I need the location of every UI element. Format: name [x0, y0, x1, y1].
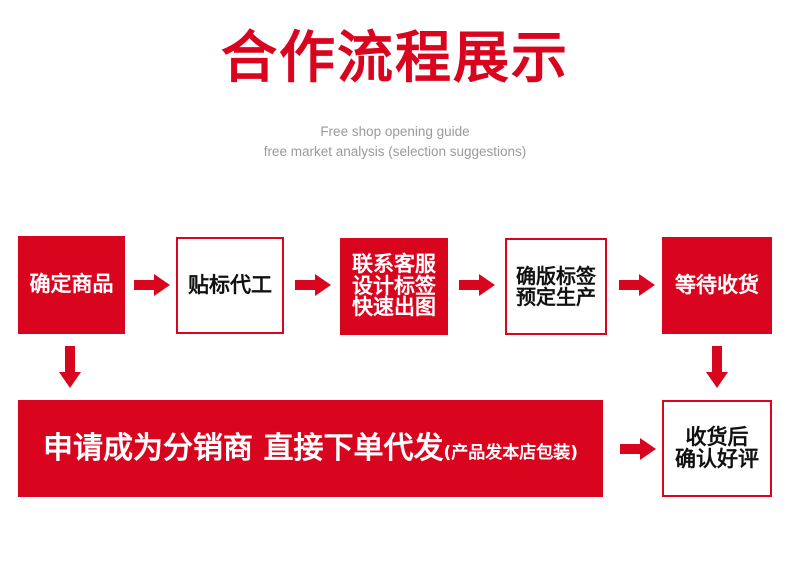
flow-step-label-oem: 贴标代工	[176, 237, 284, 334]
arrow-down-icon	[705, 346, 729, 388]
flow-step-label: 贴标代工	[188, 272, 272, 297]
flow-step-confirm-product: 确定商品	[18, 236, 125, 334]
arrow-down-icon	[58, 346, 82, 388]
page-subtitle: Free shop opening guide free market anal…	[0, 122, 790, 162]
arrow-right-icon	[134, 273, 170, 297]
flow-step-label: 确定商品	[29, 272, 114, 297]
subtitle-line-1: Free shop opening guide	[320, 124, 470, 139]
banner-note-text: (产品发本店包装)	[443, 442, 578, 463]
banner-text: 申请成为分销商 直接下单代发(产品发本店包装)	[43, 433, 578, 464]
flow-step-confirm-review: 收货后 确认好评	[662, 400, 772, 497]
arrow-right-icon	[459, 273, 495, 297]
arrow-right-icon	[620, 437, 656, 461]
subtitle-line-2: free market analysis (selection suggesti…	[263, 144, 527, 159]
flow-step-label: 等待收货	[675, 272, 759, 297]
banner-main-text: 申请成为分销商 直接下单代发	[43, 430, 444, 466]
flow-step-label: 联系客服 设计标签 快速出图	[352, 251, 436, 320]
flow-step-confirm-label-production: 确版标签 预定生产	[505, 238, 607, 335]
flow-step-contact-service: 联系客服 设计标签 快速出图	[340, 238, 448, 335]
flow-step-await-delivery: 等待收货	[662, 237, 772, 334]
flow-step-label: 确版标签 预定生产	[516, 263, 596, 309]
arrow-right-icon	[295, 273, 331, 297]
flow-step-label: 收货后 确认好评	[675, 424, 759, 471]
distributor-banner: 申请成为分销商 直接下单代发(产品发本店包装)	[18, 400, 603, 497]
arrow-right-icon	[619, 273, 655, 297]
page-title: 合作流程展示	[221, 26, 569, 91]
